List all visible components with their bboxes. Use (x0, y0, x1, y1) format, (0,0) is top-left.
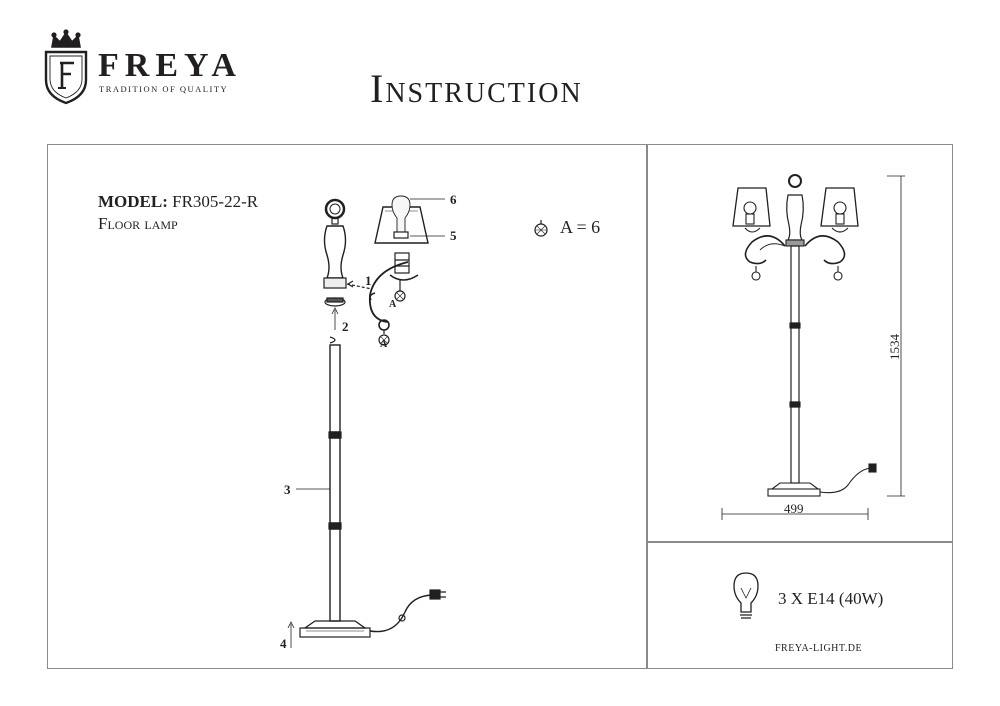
model-code: FR305-22-R (172, 192, 259, 211)
brand-tagline: TRADITION OF QUALITY (99, 84, 229, 94)
part-number-6: 6 (450, 192, 457, 207)
bulb-spec: 3 X E14 (40W) (778, 589, 884, 608)
crystal-count: A = 6 (560, 217, 601, 237)
dimensions-panel (646, 144, 953, 543)
bulb-info-panel (646, 541, 953, 669)
product-type: Floor lamp (98, 214, 178, 233)
model-line: MODEL: FR305-22-R (98, 192, 258, 212)
brand-name: FREYA (98, 47, 242, 84)
width-dimension: 499 (784, 501, 804, 516)
page-title: Instruction (370, 66, 583, 111)
crystal-label-bottom: A (380, 339, 388, 350)
model-label: MODEL: (98, 192, 168, 211)
part-number-1: 1 (365, 273, 372, 288)
part-number-4: 4 (280, 636, 287, 651)
part-number-2: 2 (342, 319, 349, 334)
website: FREYA-LIGHT.DE (775, 643, 863, 654)
part-number-5: 5 (450, 228, 457, 243)
crystal-label-arm: A (389, 299, 397, 310)
main-assembly-panel (47, 144, 648, 669)
part-number-3: 3 (284, 482, 291, 497)
height-dimension: 1534 (887, 334, 902, 360)
